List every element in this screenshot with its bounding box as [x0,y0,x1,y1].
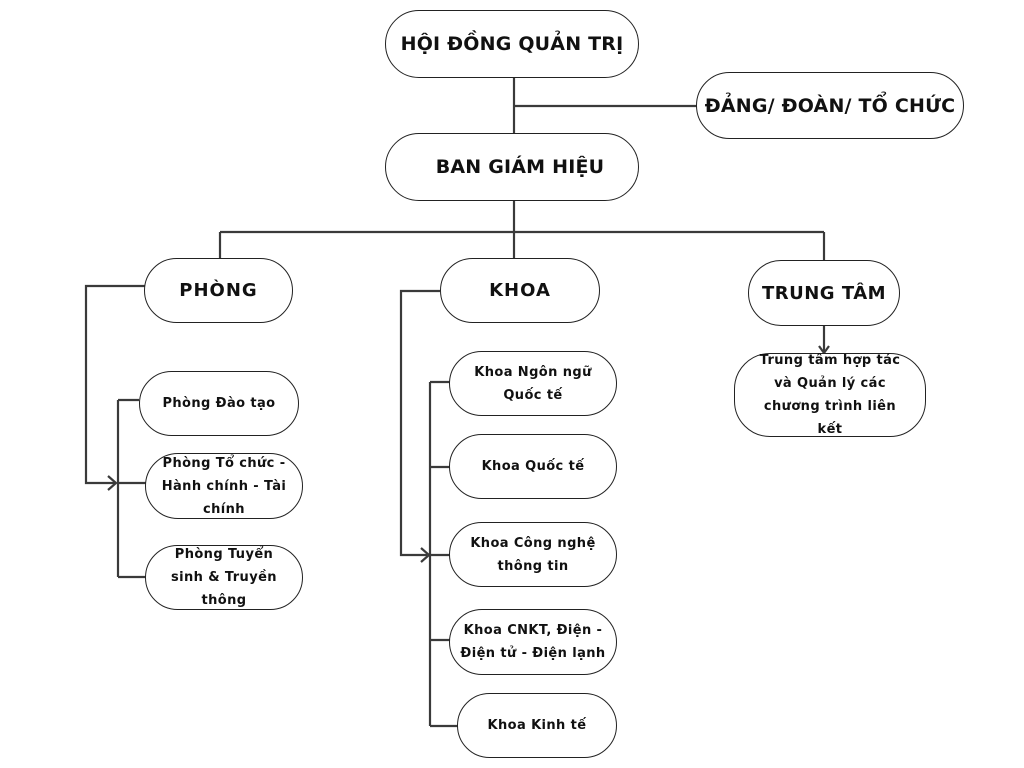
node-trungtam-label: TRUNG TÂM [761,282,887,304]
node-board: BAN GIÁM HIỆU [385,133,639,201]
node-phong-item: Phòng Tổ chức - Hành chính - Tài chính [145,453,303,519]
node-phong-item: Phòng Đào tạo [139,371,299,436]
node-side-unit: ĐẢNG/ ĐOÀN/ TỔ CHỨC [696,72,964,139]
node-phong-item: Phòng Tuyển sinh & Truyền thông [145,545,303,610]
node-trungtam: TRUNG TÂM [748,260,900,326]
node-trungtam-item-label: Trung tâm hợp tác và Quản lý các chương … [759,353,901,437]
node-khoa-item-label: Khoa Quốc tế [481,459,585,474]
node-khoa-item: Khoa Kinh tế [457,693,617,758]
connector-khoa-arrow [399,289,440,557]
node-side-unit-label: ĐẢNG/ ĐOÀN/ TỔ CHỨC [704,94,956,117]
node-phong-item-label: Phòng Tuyển sinh & Truyền thông [171,547,277,608]
connector-phong-arrow [84,284,145,485]
node-khoa-item: Khoa Ngôn ngữ Quốc tế [449,351,617,416]
node-khoa-item-label: Khoa Kinh tế [487,718,587,733]
node-root: HỘI ĐỒNG QUẢN TRỊ [385,10,639,78]
node-khoa-item-label: Khoa Công nghệ thông tin [470,535,596,574]
node-khoa-item: Khoa Quốc tế [449,434,617,499]
node-khoa-item-label: Khoa Ngôn ngữ Quốc tế [474,364,592,403]
arrowhead-phong [107,475,118,491]
node-khoa: KHOA [440,258,600,323]
node-khoa-item: Khoa CNKT, Điện - Điện tử - Điện lạnh [449,609,617,675]
node-khoa-item: Khoa Công nghệ thông tin [449,522,617,587]
node-khoa-label: KHOA [489,280,551,301]
node-phong: PHÒNG [144,258,293,323]
node-phong-label: PHÒNG [179,280,258,301]
node-board-label: BAN GIÁM HIỆU [435,156,605,178]
node-trungtam-item: Trung tâm hợp tác và Quản lý các chương … [734,353,926,437]
node-root-label: HỘI ĐỒNG QUẢN TRỊ [400,33,624,55]
node-phong-item-label: Phòng Đào tạo [162,396,276,411]
node-khoa-item-label: Khoa CNKT, Điện - Điện tử - Điện lạnh [460,623,606,661]
node-phong-item-label: Phòng Tổ chức - Hành chính - Tài chính [161,455,287,517]
